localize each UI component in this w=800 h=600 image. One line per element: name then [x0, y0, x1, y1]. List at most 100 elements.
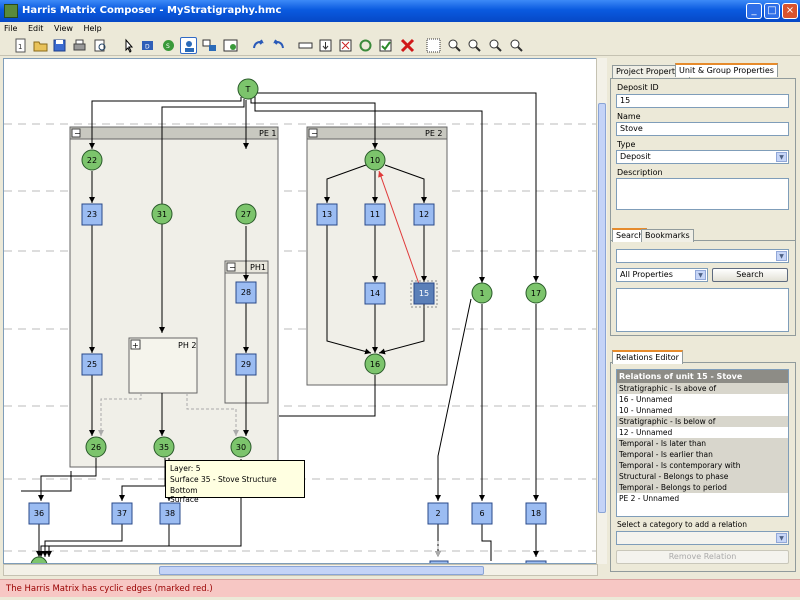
node-25[interactable]: 25: [81, 353, 103, 376]
deposit-id-field[interactable]: 15: [616, 94, 789, 108]
node-12[interactable]: 12: [413, 203, 435, 226]
node-10[interactable]: 10: [364, 149, 386, 171]
zoom-out-icon[interactable]: [466, 37, 483, 54]
print-icon[interactable]: [71, 37, 88, 54]
surface-tool-icon[interactable]: S: [160, 37, 177, 54]
relation-category[interactable]: Temporal - Is contemporary with: [617, 460, 788, 471]
node-36[interactable]: 36: [28, 502, 50, 525]
node-partial-2[interactable]: [429, 560, 449, 564]
search-filter-select[interactable]: All Properties ▼: [616, 268, 708, 282]
save-icon[interactable]: [51, 37, 68, 54]
cyclic-edge[interactable]: [378, 170, 420, 285]
relation-category-select[interactable]: ▼: [616, 531, 789, 545]
node-28[interactable]: 28: [235, 281, 257, 304]
relation-category[interactable]: Structural - Belongs to phase: [617, 471, 788, 482]
relation-category[interactable]: Temporal - Is later than: [617, 438, 788, 449]
status-message: The Harris Matrix has cyclic edges (mark…: [6, 584, 213, 594]
node-partial[interactable]: [30, 556, 48, 564]
node-13[interactable]: 13: [316, 203, 338, 226]
relation-item[interactable]: 12 - Unnamed: [617, 427, 788, 438]
relation-item[interactable]: PE 2 - Unnamed: [617, 493, 788, 504]
vertical-scrollbar[interactable]: [596, 58, 607, 564]
node-38[interactable]: 38: [159, 502, 181, 525]
name-field[interactable]: Stove: [616, 122, 789, 136]
relation-category[interactable]: Stratigraphic - Is below of: [617, 416, 788, 427]
undo-icon[interactable]: [250, 37, 267, 54]
menu-view[interactable]: View: [53, 24, 73, 33]
zoom-reset-icon[interactable]: [508, 37, 525, 54]
node-6[interactable]: 6: [471, 502, 493, 525]
tab-bookmarks[interactable]: Bookmarks: [641, 229, 694, 242]
remove-relation-button[interactable]: Remove Relation: [616, 550, 789, 564]
type-select[interactable]: Deposit ▼: [616, 150, 789, 164]
relation-item[interactable]: 16 - Unnamed: [617, 394, 788, 405]
relation-category[interactable]: Stratigraphic - Is above of: [617, 383, 788, 394]
name-label: Name: [617, 112, 641, 121]
open-icon[interactable]: [32, 37, 49, 54]
phase-tool-icon[interactable]: [201, 37, 218, 54]
node-29[interactable]: 29: [235, 353, 257, 376]
search-button[interactable]: Search: [712, 268, 788, 282]
check-icon[interactable]: [337, 37, 354, 54]
node-18[interactable]: 18: [525, 502, 547, 525]
relation-category[interactable]: Temporal - Belongs to period: [617, 482, 788, 493]
new-unit-icon[interactable]: 1: [12, 37, 29, 54]
menu-edit[interactable]: Edit: [27, 24, 44, 33]
redo-icon[interactable]: [270, 37, 287, 54]
close-button[interactable]: ×: [782, 3, 798, 19]
unit-select-icon[interactable]: [180, 37, 197, 54]
deposit-tool-icon[interactable]: D: [139, 37, 156, 54]
pointer-icon[interactable]: [120, 37, 137, 54]
matrix-diagram[interactable]: − PE 1 − PE 2 − PH1 + PH 2: [4, 59, 598, 564]
collapse-pe1-button[interactable]: [71, 128, 81, 138]
node-23[interactable]: 23: [81, 203, 103, 226]
description-field[interactable]: [616, 178, 789, 210]
maximize-button[interactable]: □: [764, 3, 780, 19]
svg-text:22: 22: [87, 156, 97, 165]
collapse-pe2-button[interactable]: [308, 128, 318, 138]
grid-icon[interactable]: [425, 37, 442, 54]
node-2[interactable]: 2: [427, 502, 449, 525]
delete-icon[interactable]: [399, 37, 416, 54]
zoom-fit-icon[interactable]: [487, 37, 504, 54]
layout-icon[interactable]: [297, 37, 314, 54]
tab-unit-group-properties[interactable]: Unit & Group Properties: [675, 63, 778, 77]
node-16[interactable]: 16: [364, 353, 386, 375]
period-tool-icon[interactable]: [222, 37, 239, 54]
node-31[interactable]: 31: [151, 203, 173, 225]
hscroll-thumb[interactable]: [159, 566, 484, 575]
zoom-in-icon[interactable]: [446, 37, 463, 54]
status-bar: The Harris Matrix has cyclic edges (mark…: [0, 579, 800, 597]
node-1[interactable]: 1: [471, 282, 493, 304]
minimize-button[interactable]: _: [746, 3, 762, 19]
vscroll-thumb[interactable]: [598, 103, 606, 513]
node-partial-3[interactable]: [525, 560, 547, 564]
print-preview-icon[interactable]: [92, 37, 109, 54]
node-T[interactable]: T: [237, 78, 259, 100]
relation-category[interactable]: Temporal - Is earlier than: [617, 449, 788, 460]
node-11[interactable]: 11: [364, 203, 386, 226]
collapse-ph1-button[interactable]: [226, 262, 236, 272]
node-15[interactable]: 15: [410, 280, 438, 308]
relations-list[interactable]: Relations of unit 15 - Stove Stratigraph…: [616, 369, 789, 517]
validate-icon[interactable]: [377, 37, 394, 54]
matrix-canvas[interactable]: − PE 1 − PE 2 − PH1 + PH 2: [3, 58, 598, 564]
node-26[interactable]: 26: [85, 436, 107, 458]
horizontal-scrollbar[interactable]: [3, 564, 598, 576]
node-14[interactable]: 14: [364, 282, 386, 305]
node-37[interactable]: 37: [111, 502, 133, 525]
menu-file[interactable]: File: [4, 24, 18, 33]
resolve-icon[interactable]: [357, 37, 374, 54]
relation-item[interactable]: 10 - Unnamed: [617, 405, 788, 416]
search-combo[interactable]: ▼: [616, 249, 789, 263]
node-30[interactable]: 30: [230, 436, 252, 458]
menu-help[interactable]: Help: [83, 24, 102, 33]
node-22[interactable]: 22: [81, 149, 103, 171]
node-27[interactable]: 27: [235, 203, 257, 225]
node-35[interactable]: 35: [153, 436, 175, 458]
search-results-list[interactable]: [616, 288, 789, 332]
node-17[interactable]: 17: [525, 282, 547, 304]
tab-relations-editor[interactable]: Relations Editor: [612, 350, 683, 364]
expand-ph2-button[interactable]: [130, 339, 141, 350]
arrange-icon[interactable]: [317, 37, 334, 54]
